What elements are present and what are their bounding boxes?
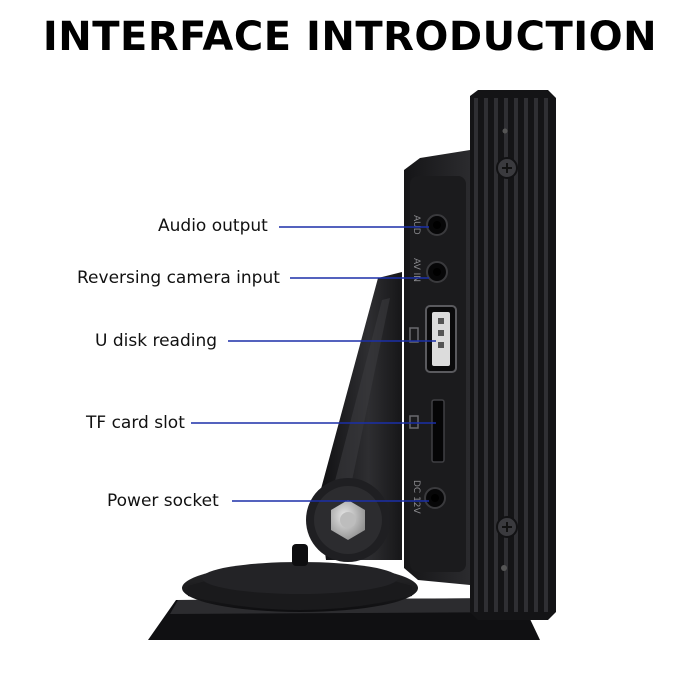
mic-hole-icon (502, 128, 508, 134)
port-mark-audio: AUD (411, 215, 421, 235)
port-mark-dc: DC 12V (411, 480, 421, 515)
port-panel: AUD AV IN DC 12V (404, 150, 470, 585)
label-u-disk-reading: U disk reading (95, 331, 218, 351)
tf-slot-icon (431, 399, 445, 463)
mount-arm (306, 272, 402, 562)
label-power-socket: Power socket (107, 491, 219, 511)
port-mark-av-in: AV IN (411, 258, 421, 282)
label-audio-output: Audio output (158, 216, 268, 236)
leader-lines (191, 226, 436, 502)
label-tf-card-slot: TF card slot (86, 413, 185, 433)
reset-hole-icon (501, 565, 507, 571)
suction-base (148, 544, 540, 640)
label-reversing-camera-input: Reversing camera input (77, 268, 280, 288)
screen-body (470, 90, 556, 620)
page-title: INTERFACE INTRODUCTION (42, 14, 658, 60)
